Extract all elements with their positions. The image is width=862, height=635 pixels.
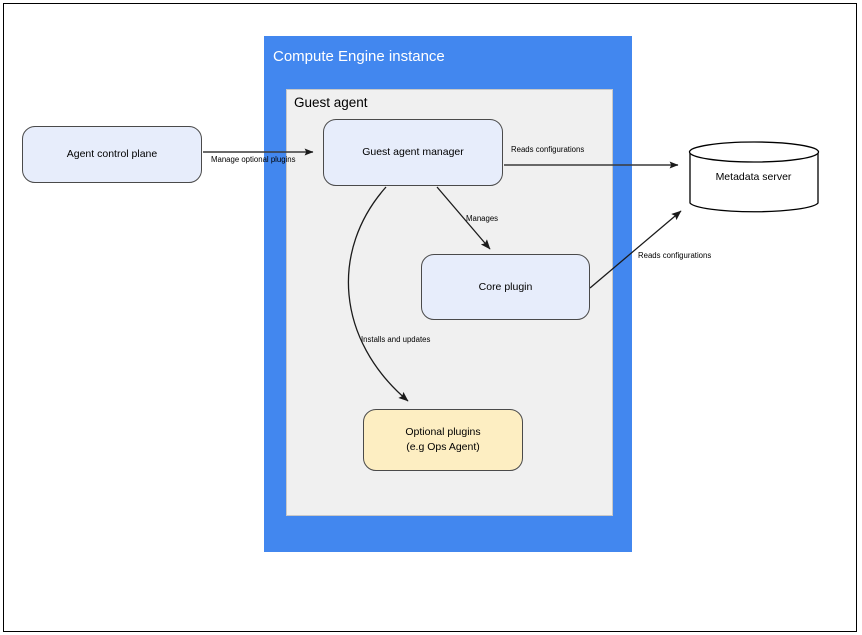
edge-label-reads-configurations-top: Reads configurations [511,145,585,154]
container-title-compute-engine-instance: Compute Engine instance [273,48,445,65]
node-label-metadata-server: Metadata server [715,171,792,183]
node-label-optional-plugins-line1: Optional plugins [405,426,481,438]
diagram-frame [3,3,857,632]
node-label-core-plugin: Core plugin [478,280,533,293]
node-metadata-server[interactable]: Metadata server [688,141,819,213]
edge-label-reads-configurations-bottom: Reads configurations [638,251,712,260]
node-agent-control-plane[interactable]: Agent control plane [22,126,202,183]
node-core-plugin[interactable]: Core plugin [421,254,590,320]
node-label-optional-plugins-line2: (e.g Ops Agent) [406,441,480,453]
node-label-guest-agent-manager: Guest agent manager [362,146,464,158]
edge-label-installs-and-updates: Installs and updates [361,335,431,344]
node-label-agent-control-plane: Agent control plane [66,148,158,160]
edge-label-manage-optional-plugins: Manage optional plugins [211,155,296,164]
edge-label-manages: Manages [466,214,499,223]
container-title-guest-agent: Guest agent [294,95,368,110]
node-optional-plugins[interactable]: Optional plugins (e.g Ops Agent) [363,409,523,471]
node-guest-agent-manager[interactable]: Guest agent manager [323,119,503,186]
